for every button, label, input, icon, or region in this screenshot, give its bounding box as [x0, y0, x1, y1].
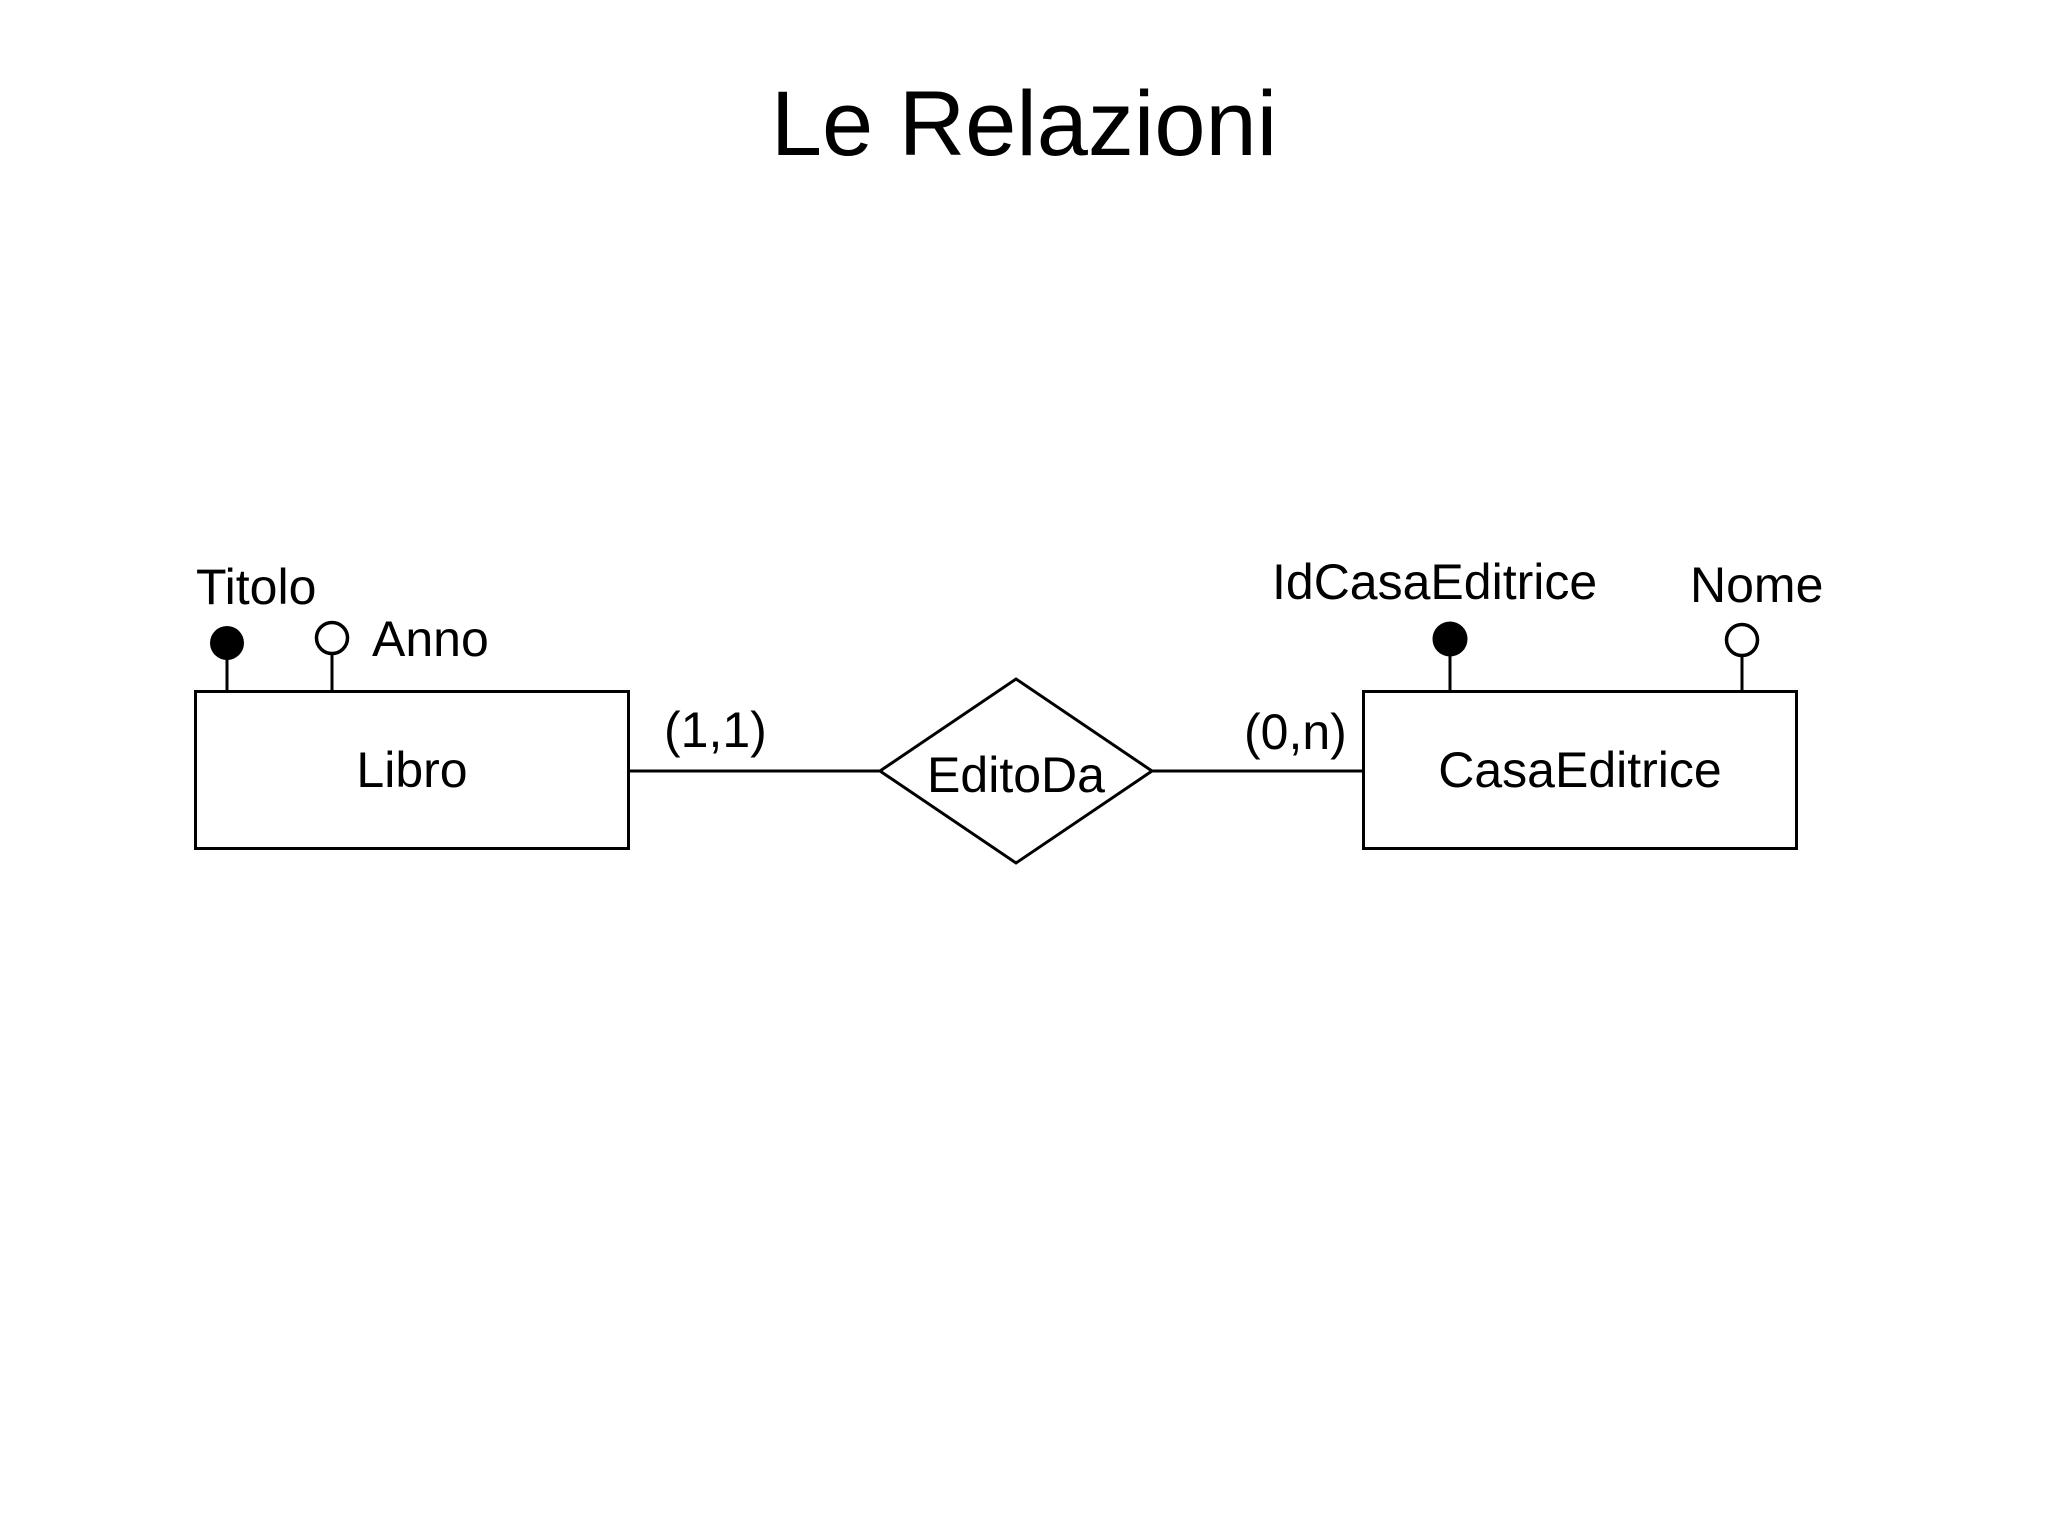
- entity-libro-box: Libro: [194, 690, 630, 850]
- slide-title: Le Relazioni: [770, 73, 1278, 175]
- titolo-key-dot-icon: [210, 626, 244, 660]
- relationship-editoda-label-container: EditoDa: [880, 679, 1152, 863]
- entity-casaeditrice-box: CasaEditrice: [1362, 690, 1798, 850]
- attribute-anno-label: Anno: [372, 611, 489, 667]
- entity-libro-label: Libro: [356, 742, 468, 798]
- entity-casaeditrice-label: CasaEditrice: [1438, 742, 1722, 798]
- attribute-idcasaeditrice-label: IdCasaEditrice: [1272, 554, 1598, 610]
- nome-circle-icon: [1724, 622, 1760, 658]
- cardinality-libro-side-label: (1,1): [664, 702, 767, 758]
- attribute-titolo-label: Titolo: [196, 559, 317, 615]
- anno-circle-icon: [314, 620, 350, 656]
- cardinality-casaeditrice-side-label: (0,n): [1244, 704, 1347, 760]
- relationship-editoda-diamond: [877, 677, 1155, 865]
- attribute-nome-label: Nome: [1690, 557, 1824, 613]
- idcasaeditrice-key-dot-icon: [1432, 621, 1468, 657]
- relationship-editoda-label: EditoDa: [927, 747, 1105, 803]
